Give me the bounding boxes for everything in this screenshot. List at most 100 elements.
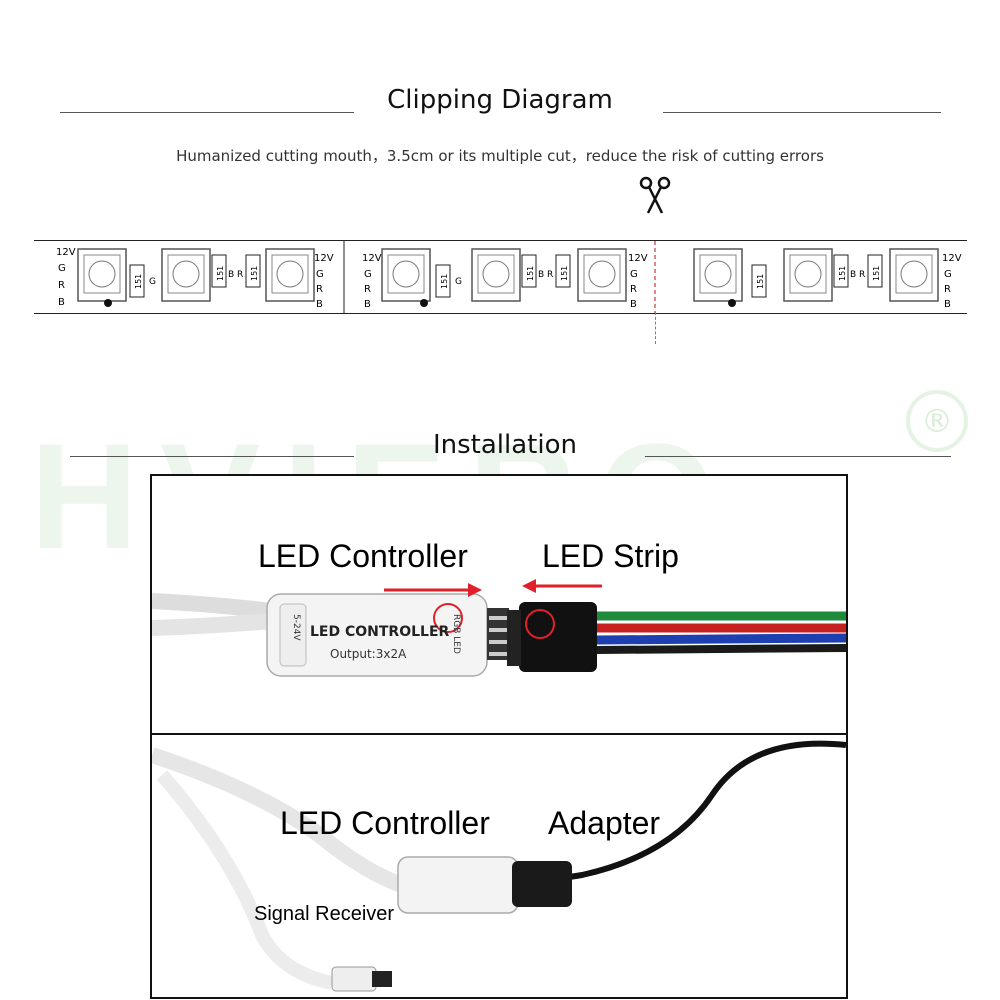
signal-receiver-label: Signal Receiver xyxy=(254,903,395,925)
registered-mark: ® xyxy=(906,390,968,452)
device-label: LED CONTROLLER xyxy=(310,624,450,640)
led-chip xyxy=(77,248,127,302)
led-lens xyxy=(900,260,928,288)
led-chip-inner xyxy=(477,254,515,294)
pad-label-g: G xyxy=(630,269,638,280)
controller-strip-illustration: LED CONTROLLER Output:3x2A 5-24V RGB LED xyxy=(152,579,846,677)
controller-adapter-illustration xyxy=(152,740,846,992)
connector-highlight-circle xyxy=(525,609,555,639)
led-lens xyxy=(392,260,420,288)
pin-dot xyxy=(420,299,428,307)
resistor-pad-g: G xyxy=(149,277,156,287)
pad-label-g: G xyxy=(944,269,952,280)
pad-label-g: G xyxy=(58,263,66,274)
resistor xyxy=(245,254,261,288)
resistor-pad-br: B R xyxy=(538,270,553,280)
scissors-icon xyxy=(639,176,671,214)
resistor-pad-g: G xyxy=(455,277,462,287)
resistor-label: 151 xyxy=(560,266,569,281)
resistor-label: 151 xyxy=(838,266,847,281)
cut-line-extension xyxy=(655,312,656,344)
port-label: RGB LED xyxy=(451,614,461,654)
strip-connector xyxy=(519,602,597,672)
resistor xyxy=(211,254,227,288)
pad-label-12v: 12V xyxy=(628,253,648,264)
led-lens xyxy=(88,260,116,288)
led-lens xyxy=(794,260,822,288)
pad-label-r: R xyxy=(630,284,637,295)
controller-barrel-connector xyxy=(397,856,519,914)
arrow-left-head xyxy=(522,579,536,593)
pad-label-g: G xyxy=(316,269,324,280)
led-strip-diagram: 12V G R B 151 G 151 B R 151 12V G R B xyxy=(34,240,967,314)
pad-label-12v: 12V xyxy=(362,253,382,264)
adapter-label: Adapter xyxy=(548,805,661,841)
resistor-label: 151 xyxy=(440,274,449,289)
pad-label-b: B xyxy=(364,299,371,310)
controller-cable xyxy=(152,747,405,893)
led-chip xyxy=(381,248,431,302)
led-chip xyxy=(889,248,939,302)
led-chip-inner xyxy=(271,254,309,294)
resistor-pad-br: B R xyxy=(228,270,243,280)
pad-label-r: R xyxy=(944,284,951,295)
pin-dot xyxy=(728,299,736,307)
led-controller-label: LED Controller xyxy=(258,538,468,574)
wire-black xyxy=(596,644,846,654)
resistor xyxy=(521,254,537,288)
pad-label-12v: 12V xyxy=(942,253,962,264)
led-chip-inner xyxy=(387,254,425,294)
pad-label-12v: 12V xyxy=(56,247,76,258)
pad-label-r: R xyxy=(58,280,65,291)
strip-segment-2: 12V G R B 151 G 151 B R 151 12V G R B xyxy=(362,248,648,310)
clipping-title: Clipping Diagram xyxy=(387,85,613,115)
led-chip-inner xyxy=(699,254,737,294)
led-chip xyxy=(693,248,743,302)
led-lens xyxy=(172,260,200,288)
led-chip xyxy=(265,248,315,302)
led-chip-inner xyxy=(83,254,121,294)
led-chip xyxy=(471,248,521,302)
led-chip-inner xyxy=(895,254,933,294)
pin-dot xyxy=(104,299,112,307)
resistor-pad-br: B R xyxy=(850,270,865,280)
wire-blue xyxy=(596,633,846,645)
resistor-label: 151 xyxy=(756,274,765,289)
led-lens xyxy=(276,260,304,288)
led-lens xyxy=(588,260,616,288)
resistor xyxy=(435,264,451,298)
resistor xyxy=(555,254,571,288)
adapter-plug xyxy=(512,861,572,907)
signal-receiver-tip xyxy=(331,966,377,992)
install-rule-left xyxy=(70,456,354,457)
led-chip xyxy=(161,248,211,302)
pad-label-r: R xyxy=(316,284,323,295)
resistor xyxy=(129,264,145,298)
title-rule-right xyxy=(663,112,941,113)
receiver-cable xyxy=(156,770,334,990)
pad-label-12v: 12V xyxy=(314,253,334,264)
strip-svg: 12V G R B 151 G 151 B R 151 12V G R B xyxy=(56,241,962,313)
port-highlight-circle xyxy=(433,603,463,633)
pad-label-b: B xyxy=(316,299,323,310)
led-chip-inner xyxy=(583,254,621,294)
resistor-label: 151 xyxy=(134,274,143,289)
led-strip-label: LED Strip xyxy=(542,538,679,574)
pad-label-r: R xyxy=(364,284,371,295)
resistor-label: 151 xyxy=(250,266,259,281)
led-lens xyxy=(482,260,510,288)
voltage-label: 5-24V xyxy=(291,614,301,641)
pad-label-g: G xyxy=(364,269,372,280)
arrow-right-head xyxy=(468,583,482,597)
controller-adapter-panel: LED Controller Adapter Signal Receiver xyxy=(150,733,848,999)
led-chip-inner xyxy=(167,254,205,294)
strip-segment-3: 151 151 B R 151 12V G R B xyxy=(693,248,962,310)
title-rule-left xyxy=(60,112,354,113)
resistor-label: 151 xyxy=(216,266,225,281)
clipping-subtitle: Humanized cutting mouth，3.5cm or its mul… xyxy=(176,147,824,165)
led-lens xyxy=(704,260,732,288)
led-chip xyxy=(783,248,833,302)
led-chip-inner xyxy=(789,254,827,294)
led-controller-label-2: LED Controller xyxy=(280,805,490,841)
resistor-label: 151 xyxy=(872,266,881,281)
